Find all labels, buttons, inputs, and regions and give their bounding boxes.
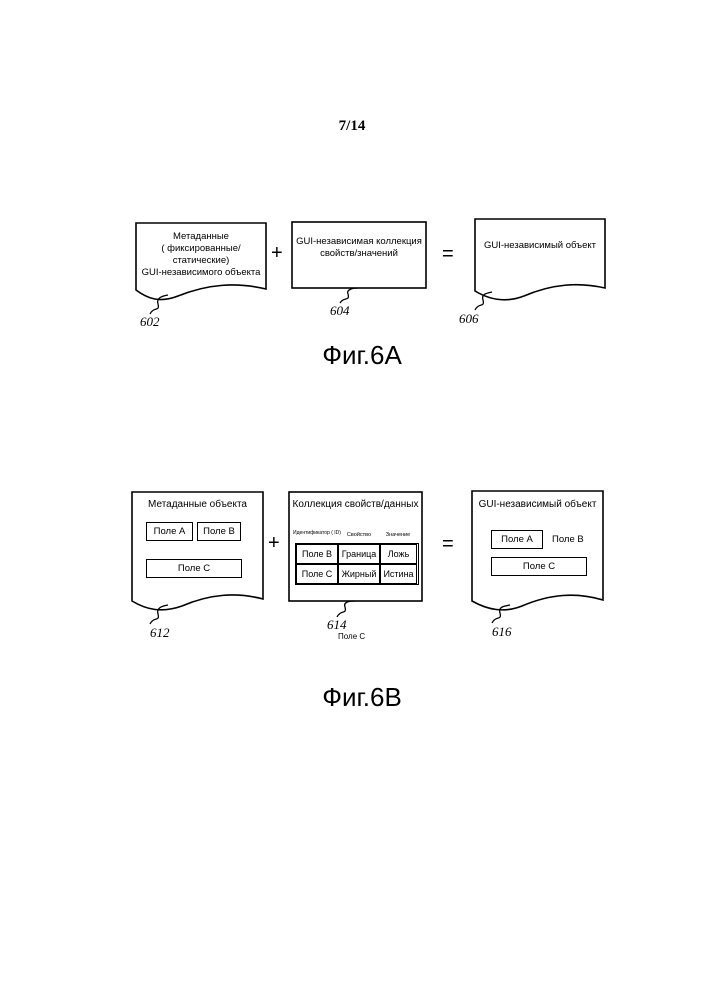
box614-header-id: Идентификатор ( ID)	[293, 530, 341, 536]
doc602-line3: статические)	[140, 255, 262, 267]
plus-sign-6a: +	[271, 243, 283, 263]
doc602-line2: ( фиксированные/	[140, 243, 262, 255]
equals-sign-6a: =	[442, 244, 454, 264]
table-cell: Поле В	[296, 544, 338, 564]
box614-title: Коллекция свойств/данных	[289, 499, 422, 510]
ref-616: 616	[492, 624, 512, 640]
box604-line2: свойств/значений	[294, 248, 424, 260]
plus-sign-6b: +	[268, 533, 280, 553]
table-cell: Истина	[380, 564, 417, 584]
equals-sign-6b: =	[442, 534, 454, 554]
box614-header-property: Свойство	[339, 532, 379, 538]
box614-below-label: Поле С	[338, 632, 365, 641]
document-602-text: Метаданные ( фиксированные/ статические)…	[140, 231, 262, 279]
leader-606	[475, 292, 492, 310]
box614-header-value: Значение	[378, 532, 418, 538]
figure-caption-6b: Фиг.6В	[262, 682, 462, 713]
table-cell: Поле С	[296, 564, 338, 584]
leader-612	[150, 605, 168, 624]
ref-612: 612	[150, 625, 170, 641]
doc616-field-a: Поле А	[491, 530, 543, 549]
ref-604: 604	[330, 303, 350, 319]
table-cell: Ложь	[380, 544, 417, 564]
property-table: Поле В Граница Ложь Поле С Жирный Истина	[295, 543, 419, 585]
leader-616	[492, 605, 510, 623]
leader-604	[340, 288, 358, 303]
figure-caption-6a: Фиг.6А	[262, 340, 462, 371]
box-604-text: GUI-независимая коллекция свойств/значен…	[294, 236, 424, 260]
box604-line1: GUI-независимая коллекция	[294, 236, 424, 248]
doc606-text: GUI-независимый объект	[477, 240, 603, 252]
table-cell: Жирный	[338, 564, 380, 584]
table-cell: Граница	[338, 544, 380, 564]
doc612-field-a: Поле А	[146, 522, 193, 541]
doc616-title: GUI-независимый объект	[472, 499, 603, 510]
ref-614: 614	[327, 617, 347, 633]
doc616-field-c: Поле С	[491, 557, 587, 576]
leader-614	[337, 601, 355, 617]
ref-606: 606	[459, 311, 479, 327]
doc602-line4: GUI-независимого объекта	[140, 267, 262, 279]
doc616-field-b: Поле В	[552, 534, 584, 545]
document-606-outline	[475, 219, 605, 300]
doc612-field-c: Поле С	[146, 559, 242, 578]
doc612-field-b: Поле В	[197, 522, 241, 541]
doc612-title: Метаданные объекта	[132, 499, 263, 510]
ref-602: 602	[140, 314, 160, 330]
doc602-line1: Метаданные	[140, 231, 262, 243]
